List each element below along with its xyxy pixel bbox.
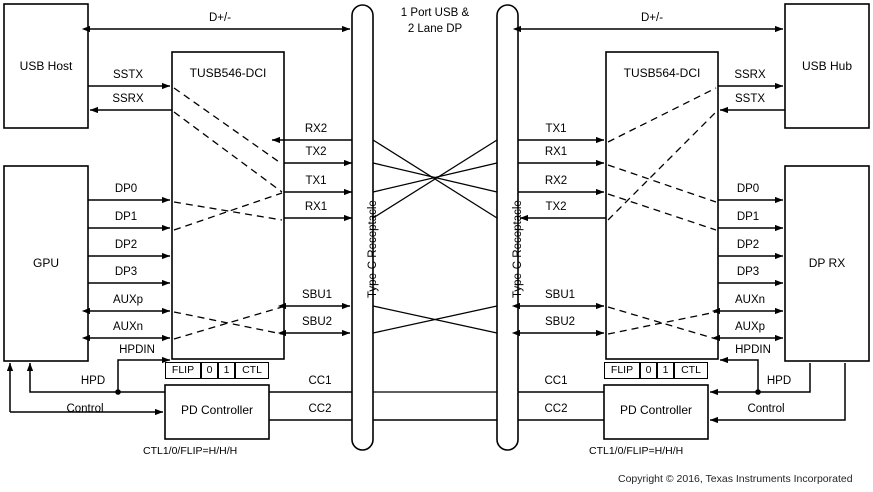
usb-hub-box [784,3,870,129]
signal-label-cc1-right: CC1 [544,375,568,387]
signal-label-dp1-right: DP1 [736,211,760,223]
signal-label-rx2-right: RX2 [544,175,568,187]
strap-right-cell-flip: FLIP [604,362,640,379]
mux-left-aux-1 [173,311,283,335]
pd-right-label: PD Controller [619,403,693,417]
mux-left-aux-2 [173,306,283,340]
signal-label-rx1-right: RX1 [544,146,568,158]
signal-label-tx2-left: TX2 [305,146,327,158]
figure-center-title-line2: 2 Lane DP [407,23,463,35]
signal-label-dplusminus-right: D+/- [640,12,664,24]
mux-right-aux-2 [607,311,717,335]
strap-left-cell-1: 1 [218,362,235,379]
signal-label-cc2-right: CC2 [544,403,568,415]
cable-hs-4 [372,139,498,219]
strap-left-cell-0: 0 [201,362,218,379]
signal-label-dp3-right: DP3 [736,266,760,278]
gpu-box [3,165,89,362]
mux-right-dp-2 [607,193,717,231]
signal-label-sbu1-left: SBU1 [301,289,333,301]
tusb564-box [605,51,719,360]
line-hpdin-left [117,356,171,392]
strap-left-caption: CTL1/0/FLIP=H/H/H [143,445,238,457]
gpu-label: GPU [32,256,60,270]
line-hpd-right [709,363,811,396]
line-control-right [709,363,846,424]
signal-label-dp2-left: DP2 [114,239,138,251]
receptacle-right-label: Type-C Receptacle [512,200,524,298]
signal-label-sstx-left: SSTX [112,69,144,81]
tusb546-box [171,51,285,360]
strap-right-caption: CTL1/0/FLIP=H/H/H [589,445,684,457]
copyright-notice: Copyright © 2016, Texas Instruments Inco… [618,473,853,485]
mux-left-ss-1 [173,87,283,165]
signal-label-rx1-left: RX1 [304,201,328,213]
signal-label-control-left: Control [66,403,104,415]
dp-rx-label: DP RX [808,256,846,270]
signal-label-auxp-left: AUXp [112,294,144,306]
signal-label-auxp-right: AUXp [734,321,766,333]
dp-rx-box [784,165,870,362]
signal-label-tx1-right: TX1 [545,123,567,135]
signal-label-sbu2-left: SBU2 [301,316,333,328]
mux-right-aux-1 [607,306,717,340]
line-hpdin-right [719,356,759,392]
signal-label-sstx-right: SSTX [734,93,766,105]
receptacle-right-shape [496,4,519,451]
signal-label-rx2-left: RX2 [304,123,328,135]
signal-label-hpd-left: HPD [80,375,106,387]
strap-left-cell-flip: FLIP [165,362,201,379]
signal-label-dp0-left: DP0 [114,183,138,195]
mux-right-ss-1 [607,87,717,143]
pd-left-box [164,384,270,440]
usb-host-label: USB Host [19,59,73,73]
strap-left-cell-ctl: CTL [235,362,269,379]
mux-left-dp-1 [173,201,283,221]
strap-right-cell-1: 1 [657,362,674,379]
signal-label-tx2-right: TX2 [545,201,567,213]
signal-label-cc1-left: CC1 [308,375,332,387]
signal-label-dp0-right: DP0 [736,183,760,195]
tusb546-label: TUSB546-DCI [189,66,267,80]
signal-label-dp1-left: DP1 [114,211,138,223]
mux-left-ss-2 [173,111,283,193]
signal-label-dp2-right: DP2 [736,239,760,251]
signal-label-control-right: Control [747,403,785,415]
usb-host-box [3,3,89,129]
strap-right-cell-0: 0 [640,362,657,379]
signal-label-dp3-left: DP3 [114,266,138,278]
signal-label-hpd-right: HPD [766,375,792,387]
signal-label-hpdin-right: HPDIN [735,344,771,356]
signal-label-cc2-left: CC2 [308,403,332,415]
hpd-junction-right [755,389,761,395]
cable-hs-3 [372,162,498,193]
tusb564-label: TUSB564-DCI [623,66,701,80]
signal-label-hpdin-left: HPDIN [119,344,155,356]
pd-right-box [603,384,709,440]
strap-right-cell-ctl: CTL [674,362,708,379]
signal-label-sbu2-right: SBU2 [544,316,576,328]
cable-sbu-2 [372,305,498,334]
signal-label-auxn-left: AUXn [112,321,144,333]
signal-label-auxn-right: AUXn [734,294,766,306]
figure-center-title-line1: 1 Port USB & [400,7,470,19]
signal-label-tx1-left: TX1 [305,175,327,187]
mux-right-ss-2 [607,111,717,221]
hpd-junction-left [115,389,121,395]
pd-left-label: PD Controller [180,403,254,417]
receptacle-left-shape [351,4,374,451]
receptacle-left-label: Type-C Receptacle [367,200,379,298]
signal-label-ssrx-right: SSRX [734,69,766,81]
signal-label-dplusminus-left: D+/- [208,12,232,24]
signal-label-ssrx-left: SSRX [112,93,144,105]
signal-label-sbu1-right: SBU1 [544,289,576,301]
usb-hub-label: USB Hub [801,59,853,73]
